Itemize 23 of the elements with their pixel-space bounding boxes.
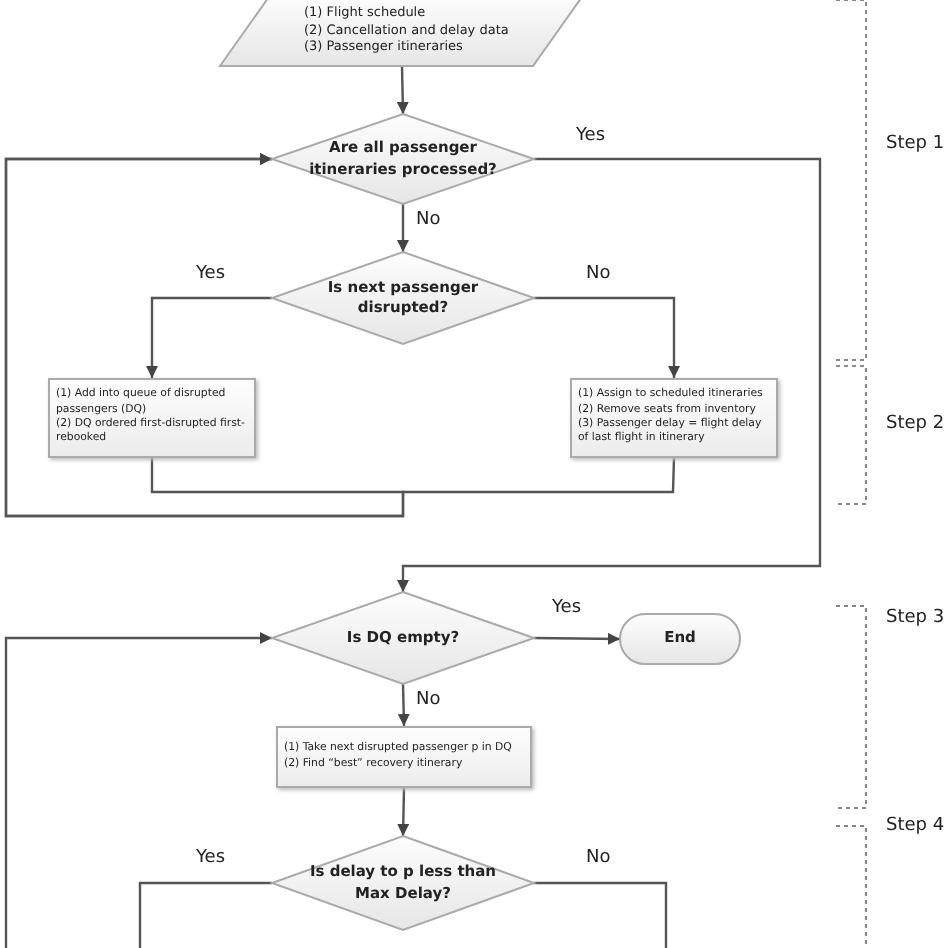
process-box [276, 726, 532, 788]
decision-diamond [272, 114, 534, 204]
arrow [4, 153, 676, 518]
arrow [397, 787, 410, 837]
input-parallelogram [220, 0, 584, 66]
arrow [397, 204, 409, 252]
arrow [146, 296, 272, 378]
process-box [570, 378, 778, 458]
arrow [4, 632, 272, 948]
arrow [397, 157, 822, 592]
terminal-pill [620, 614, 740, 664]
step-label: Step 2 [886, 416, 945, 436]
arrow [397, 683, 410, 727]
arrow [534, 296, 680, 378]
decision-diamond [272, 836, 534, 930]
step-label: Step 4 [886, 818, 945, 838]
step-label: Step 1 [886, 136, 945, 156]
arrow [534, 632, 620, 645]
arrow [396, 65, 409, 115]
decision-diamond [272, 252, 534, 344]
process-box [48, 378, 256, 458]
step-label: Step 3 [886, 610, 945, 630]
decision-diamond [272, 592, 534, 684]
